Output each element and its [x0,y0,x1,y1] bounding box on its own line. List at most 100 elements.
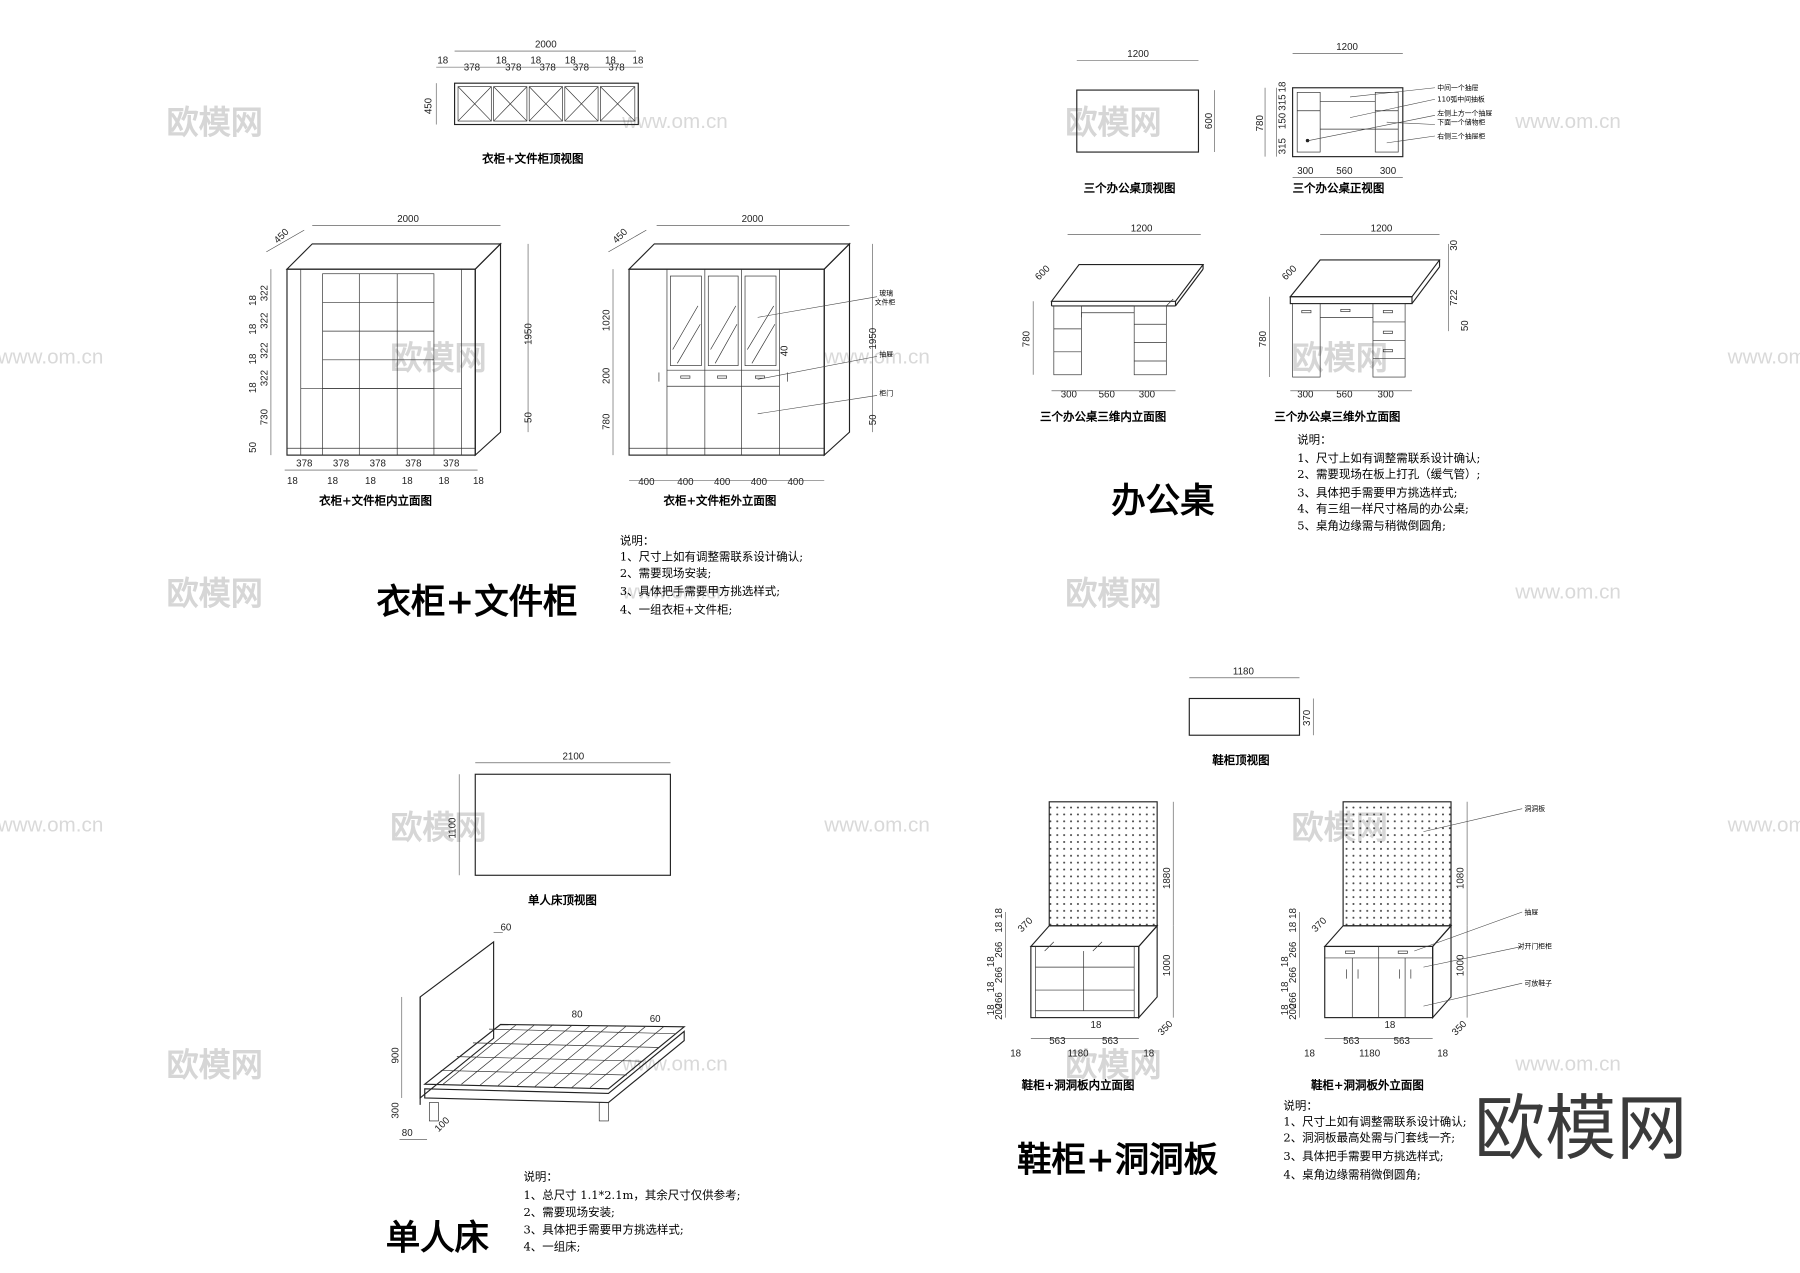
callout-label: 文件柜 [875,298,896,307]
callout-label: 下面一个储物柜 [1437,118,1485,127]
dim-left: 266 [994,992,1005,1008]
callout-label: 玻璃 [879,289,893,298]
dim-gap: 18 [496,56,507,67]
dim-bottom: 563 [1102,1036,1118,1047]
caption: 鞋柜顶视图 [1212,753,1269,767]
dim-depth: 450 [424,97,435,114]
watermark-brand: 欧模网 [1065,574,1161,612]
dim-left: 780 [602,413,613,430]
caption: 单人床顶视图 [528,893,597,907]
dim-left: 150 [1278,112,1289,129]
dim-left: 322 [259,313,270,329]
section-title-wardrobe: 衣柜+文件柜 [377,583,578,623]
wardrobe-inner-elevation: 2000 450 322 18 322 18 322 18 322 18 730… [248,214,535,507]
dim-left: 18 [248,382,259,393]
dim-height: 780 [1258,330,1269,347]
dim-right: 50 [1460,320,1471,331]
dim-bay: 378 [333,459,349,470]
dim-height: 780 [1255,115,1266,132]
dim-plinth: 50 [868,414,879,425]
note-line: 1、总尺寸 1.1*2.1m，其余尺寸仅供参考; [523,1188,740,1202]
dim-width: 2000 [397,214,419,225]
dim-gap: 18 [439,476,450,487]
dim-slat: 80 [572,1010,583,1021]
dim-bay: 378 [573,63,589,74]
note-line: 4、有三组一样尺寸格局的办公桌; [1297,502,1469,516]
notes-title: 说明： [1283,1098,1317,1112]
dim-bottom: 563 [1049,1036,1065,1047]
dim-height: 1950 [524,323,535,345]
dim-bottom: 300 [1297,166,1314,177]
dim-side: 350 [1450,1018,1470,1038]
dim-side: 60 [650,1014,661,1025]
dim-bay: 378 [405,459,421,470]
watermark-url: www.om.cn [0,345,103,368]
dim-left: 18 [248,354,259,365]
dim-left: 18 [1280,982,1291,993]
desk-iso-outer: 1200 600 30 722 50 780 300 560 300 三个办公桌… [1258,223,1471,423]
dim-gap: 18 [633,56,644,67]
note-line: 4、一组衣柜+文件柜; [620,603,733,617]
dim-depth: 1100 [448,817,459,839]
caption: 鞋柜+洞洞板外立面图 [1311,1078,1424,1092]
dim-width: 1200 [1127,49,1149,60]
dim-left: 18 [986,956,997,967]
watermark-brand: 欧模网 [1065,104,1161,142]
dim-base: 80 [402,1128,413,1139]
dim-gap: 18 [565,56,576,67]
caption: 衣柜+文件柜内立面图 [319,493,432,507]
dim-bottom: 300 [1378,390,1395,401]
watermark-url: www.om.cn [1514,581,1621,604]
notes-title: 说明： [523,1170,557,1184]
dim-right: 30 [1449,239,1460,250]
watermark-url: www.om.cn [621,581,728,604]
note-line: 2、洞洞板最高处需与门套线一齐; [1283,1131,1455,1145]
callout-label: 抽屉 [879,349,893,358]
note-line: 2、需要现场安装; [523,1205,614,1219]
dim-gap: 18 [1091,1020,1102,1031]
bed-iso: 60 80 60 900 300 80 100 [390,922,686,1140]
dim-height: 1000 [1456,954,1467,976]
dim-left: 266 [1288,992,1299,1008]
dim-plinth: 50 [524,412,535,423]
watermark-brand: 欧模网 [390,339,486,377]
dim-left: 730 [259,408,270,425]
dim-left: 266 [994,967,1005,983]
dim-left: 18 [1280,1004,1291,1015]
watermark-brand: 欧模网 [166,1046,262,1084]
dim-bottom: 400 [751,477,768,488]
section-title-shoe: 鞋柜+洞洞板 [1017,1140,1219,1180]
desk-top-view: 1200 600 三个办公桌顶视图 [1076,49,1215,195]
dim-gap: 18 [1304,1049,1315,1060]
watermark-url: www.om.cn [1727,345,1800,368]
note-line: 2、需要现场在板上打孔（缓气管）; [1297,467,1480,481]
dim-height: 1950 [868,327,879,349]
note-line: 5、桌角边缘需与稍微倒圆角; [1297,519,1446,533]
note-line: 4、桌角边缘需稍微倒圆角; [1283,1167,1420,1181]
dim-height: 1000 [1162,954,1173,976]
dim-bottom: 300 [1297,390,1314,401]
dim-total: 1180 [1068,1049,1090,1060]
dim-gap: 18 [530,56,541,67]
dim-leg: 300 [390,1102,401,1119]
watermark-url: www.om.cn [823,814,930,837]
section-title-desk: 办公桌 [1111,482,1215,522]
watermark-url: www.om.cn [621,110,728,133]
dim-total: 1180 [1359,1049,1381,1060]
bed-top-view: 2100 1100 单人床顶视图 [448,751,671,907]
dim-side: 350 [1156,1018,1176,1038]
dim-depth: 600 [1033,263,1053,283]
desk-iso-inner: 1200 600 780 300 560 300 三个办公桌三维内立面图 [1022,223,1205,424]
dim-left: 322 [259,370,270,386]
dim-bottom: 560 [1099,390,1116,401]
dim-depth: 370 [1310,915,1330,935]
dim-left: 50 [248,441,259,452]
dim-left: 18 [986,1004,997,1015]
dim-bay: 378 [505,63,521,74]
caption: 衣柜+文件柜顶视图 [482,151,583,165]
dim-board: 1880 [1162,867,1173,889]
bed-notes: 说明： 1、总尺寸 1.1*2.1m，其余尺寸仅供参考; 2、需要现场安装; 3… [523,1170,740,1254]
watermark-url: www.om.cn [0,814,103,837]
dim-bay: 378 [540,63,556,74]
